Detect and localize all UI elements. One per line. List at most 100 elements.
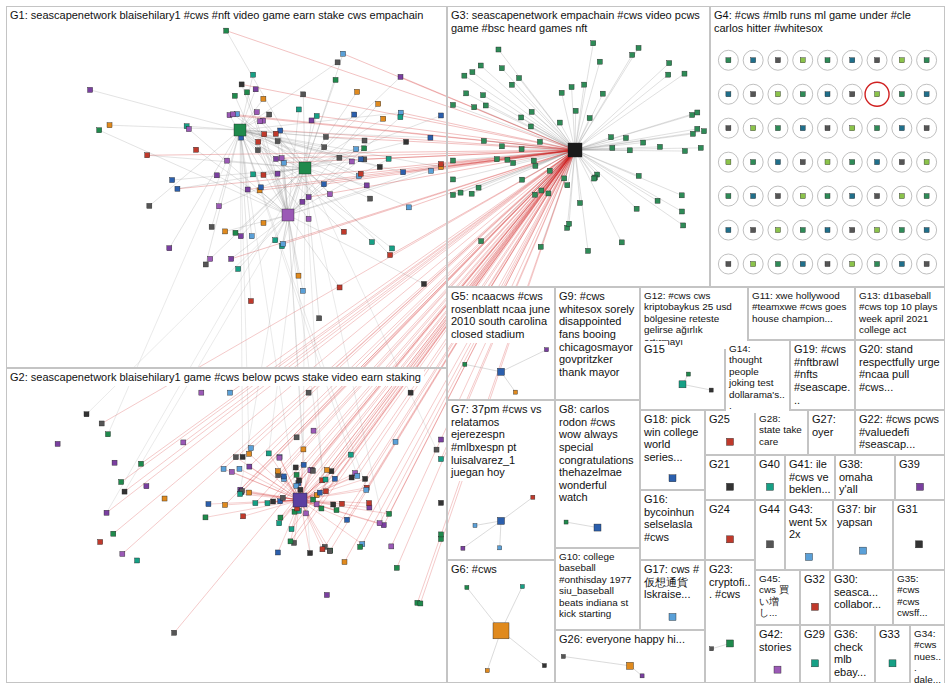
vertex-layer <box>55 28 936 678</box>
network-edge <box>189 129 288 215</box>
vertex-icon <box>825 160 830 165</box>
vertex-icon <box>162 496 167 501</box>
vertex-icon <box>451 192 456 197</box>
self-loop <box>743 50 763 70</box>
vertex-icon <box>265 501 270 506</box>
vertex-icon <box>850 58 855 63</box>
vertex-icon <box>667 61 672 66</box>
group-label: G8: carlos rodon #cws wow always special… <box>556 401 639 506</box>
vertex-icon <box>727 536 734 543</box>
vertex-icon <box>875 160 880 165</box>
self-loop <box>743 152 763 172</box>
vertex-icon <box>561 654 565 658</box>
network-edge <box>575 62 600 150</box>
vertex-icon <box>245 187 250 192</box>
vertex-icon <box>775 194 780 199</box>
network-edge <box>465 364 501 371</box>
group-label: G6: #cws <box>448 561 500 578</box>
group-label: G10: college baseball #onthisday 1977 si… <box>556 549 639 621</box>
self-loop <box>917 220 937 240</box>
network-edge <box>300 500 380 523</box>
vertex-icon <box>532 192 537 197</box>
vertex-icon <box>461 546 465 550</box>
group-label: G36: check mlb ebay... <box>831 626 874 681</box>
vertex-icon <box>627 148 632 153</box>
vertex-icon <box>627 662 634 669</box>
network-edge <box>572 87 575 150</box>
vertex-icon <box>850 92 855 97</box>
network-edge <box>344 150 575 562</box>
self-loop <box>867 220 887 240</box>
self-loop <box>892 220 912 240</box>
vertex-icon <box>274 156 279 161</box>
vertex-icon <box>241 514 246 519</box>
vertex-icon <box>850 228 855 233</box>
vertex-icon <box>147 203 152 208</box>
network-edge <box>226 31 305 168</box>
self-loop <box>743 84 763 104</box>
network-edge <box>212 130 240 227</box>
vertex-icon <box>376 101 381 106</box>
vertex-icon <box>800 228 805 233</box>
vertex-icon <box>547 168 552 173</box>
vertex-icon <box>323 477 328 482</box>
vertex-icon <box>233 230 238 235</box>
vertex-icon <box>567 221 572 226</box>
group-label: G39 <box>896 456 923 473</box>
vertex-icon <box>238 234 243 239</box>
vertex-icon <box>825 194 830 199</box>
vertex-icon <box>899 92 904 97</box>
vertex-icon <box>349 475 354 480</box>
self-loop <box>793 50 813 70</box>
vertex-icon <box>238 492 243 497</box>
vertex-icon <box>55 441 60 446</box>
vertex-icon <box>223 229 228 234</box>
vertex-icon <box>681 223 686 228</box>
self-loop <box>867 186 887 206</box>
network-edge <box>384 150 575 525</box>
vertex-icon <box>917 483 924 490</box>
network-edge <box>240 130 357 476</box>
vertex-icon <box>418 601 423 606</box>
vertex-icon <box>473 523 477 527</box>
vertex-icon <box>476 185 481 190</box>
network-edge <box>475 521 501 526</box>
group-box: G29 <box>800 625 830 683</box>
self-loop <box>867 118 887 138</box>
vertex-icon <box>221 466 226 471</box>
group-box: G9: #cws whitesox sorely disappointed fa… <box>555 287 640 400</box>
vertex-icon <box>470 70 475 75</box>
vertex-icon <box>458 190 463 195</box>
vertex-icon <box>229 469 234 474</box>
self-loop <box>818 50 838 70</box>
vertex-icon <box>288 539 293 544</box>
group-box: G21 <box>705 455 755 500</box>
self-loop <box>842 118 862 138</box>
vertex-icon <box>266 451 271 456</box>
network-edge <box>240 113 401 130</box>
group-label: G5: ncaacws #cws rosenblatt ncaa june 20… <box>448 288 554 343</box>
network-edge <box>107 150 575 513</box>
vertex-icon <box>214 173 219 178</box>
network-edge <box>575 112 697 150</box>
vertex-icon <box>317 490 322 495</box>
group-box: G7: 37pm #cws vs relatamos ejerezespn #m… <box>447 400 555 560</box>
vertex-icon <box>889 660 896 667</box>
vertex-icon <box>362 138 367 143</box>
vertex-icon <box>251 172 256 177</box>
group-label: G14: thought people joking test dollaram… <box>726 341 789 413</box>
network-edge <box>240 490 300 500</box>
network-edge <box>269 168 305 453</box>
vertex-icon <box>349 159 354 164</box>
vertex-icon <box>301 447 306 452</box>
self-loop <box>892 118 912 138</box>
vertex-icon <box>726 58 731 63</box>
group-label: G3: seascapenetwork empachain #cws video… <box>448 7 709 36</box>
vertex-icon <box>105 432 110 437</box>
vertex-icon <box>439 532 444 537</box>
vertex-icon <box>194 147 199 152</box>
group-label: G21 <box>706 456 733 473</box>
self-loop <box>917 186 937 206</box>
network-edge <box>361 150 575 174</box>
vertex-icon <box>239 82 244 87</box>
